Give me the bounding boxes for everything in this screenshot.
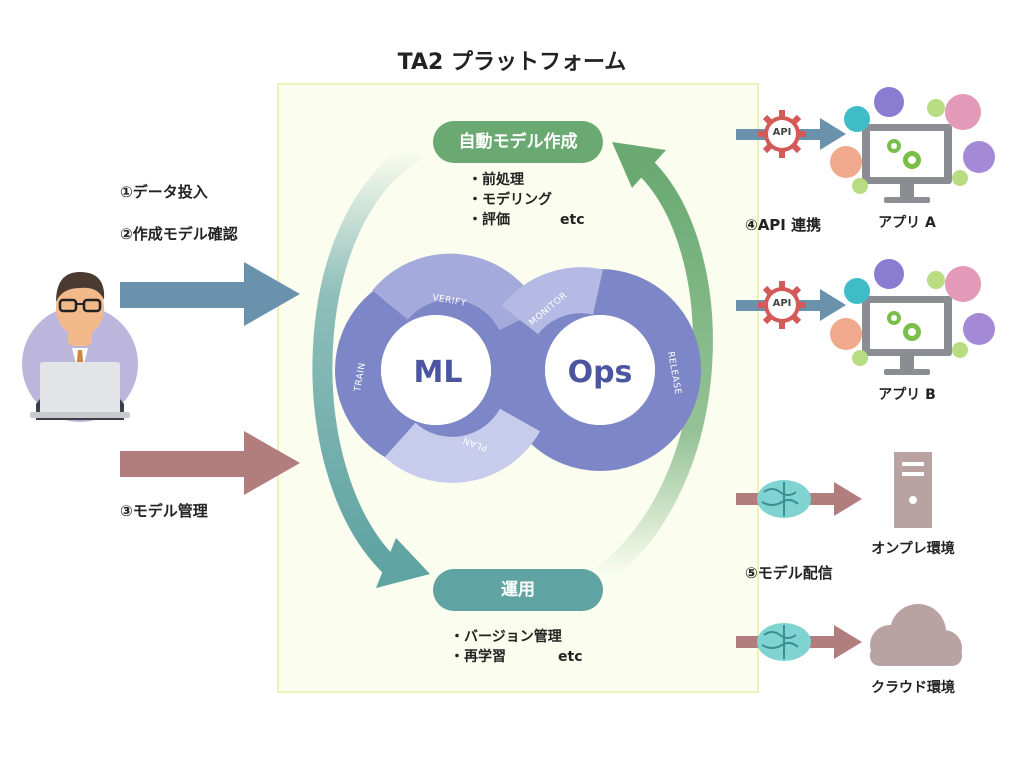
- mlops-infinity: ML Ops VERIFY MONITOR RELEASE PLAN TRAIN: [335, 253, 701, 483]
- step-model-delivery: ⑤モデル配信: [745, 564, 833, 582]
- deploy-arrow-head: [376, 538, 430, 588]
- deploy-curve-arrow: [312, 141, 424, 574]
- page-title: TA2 プラットフォーム: [397, 50, 627, 75]
- retrain-arrow-head: [612, 142, 666, 188]
- api-badge-a: API: [772, 127, 792, 138]
- api-badge-b: API: [772, 298, 792, 309]
- operation-item: ・バージョン管理: [450, 629, 562, 645]
- auto-model-item: ・モデリング: [468, 192, 552, 208]
- app-a-monitor-icon: [830, 87, 995, 203]
- step-model-management: ③モデル管理: [120, 502, 208, 520]
- app-a-caption: アプリ A: [878, 215, 936, 231]
- app-b-monitor-icon: [830, 259, 995, 375]
- api-connector-b: [736, 281, 846, 329]
- user-avatar-icon: [22, 272, 138, 422]
- auto-model-item: ・前処理: [468, 172, 524, 188]
- operation-etc: etc: [558, 649, 583, 665]
- brain-icon-cloud: [757, 623, 811, 661]
- ops-label: Ops: [568, 355, 633, 390]
- auto-model-etc: etc: [560, 212, 585, 228]
- app-b-caption: アプリ B: [878, 387, 936, 403]
- input-arrow: [120, 262, 300, 326]
- step-data-input: ①データ投入: [120, 183, 208, 201]
- ml-label: ML: [414, 355, 463, 390]
- cloud-icon: [870, 604, 962, 666]
- auto-model-creation-pill: 自動モデル作成: [433, 121, 603, 163]
- step-api-integration: ④API 連携: [745, 216, 822, 234]
- step-model-review: ②作成モデル確認: [120, 225, 238, 243]
- manage-arrow: [120, 431, 300, 495]
- api-connector-a: [736, 110, 846, 158]
- operation-pill: 運用: [433, 569, 603, 611]
- server-icon: [894, 452, 932, 528]
- brain-icon-onprem: [757, 480, 811, 518]
- onprem-caption: オンプレ環境: [871, 541, 955, 557]
- retrain-curve-arrow: [595, 160, 713, 584]
- cloud-caption: クラウド環境: [871, 680, 955, 696]
